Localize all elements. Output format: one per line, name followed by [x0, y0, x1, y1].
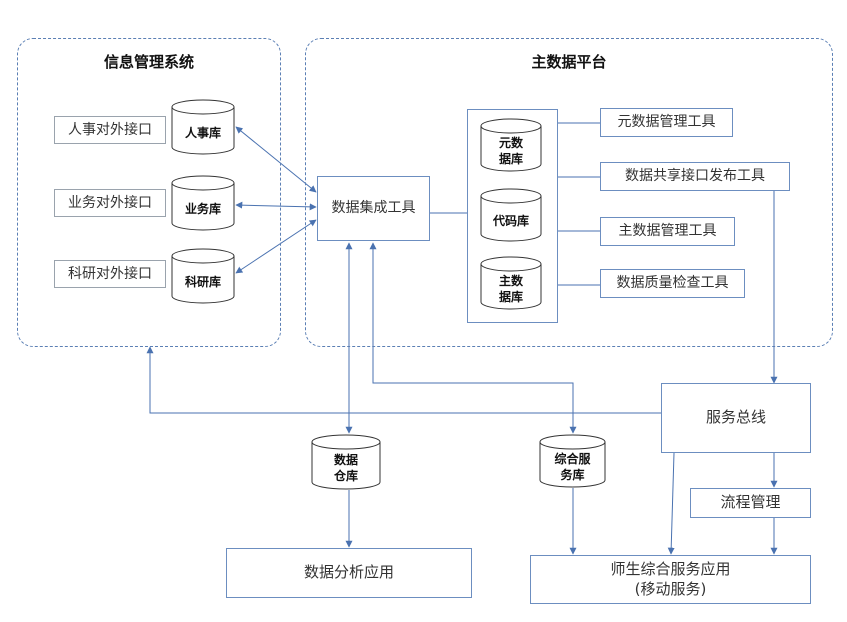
database-icon — [171, 248, 235, 304]
master-db-frame — [467, 109, 558, 323]
database-label: 主数 据库 — [498, 274, 523, 305]
database-label: 元数 据库 — [498, 136, 523, 167]
connector-bus-app — [667, 452, 675, 555]
database-label: 综合服 务库 — [554, 452, 591, 483]
service-app-title: 师生综合服务应用 — [610, 560, 731, 578]
tool-metadata-management: 元数据管理工具 — [600, 108, 733, 137]
database-icon — [171, 175, 235, 231]
connector-research-integration — [235, 219, 317, 274]
tool-master-data-management: 主数据管理工具 — [600, 217, 735, 246]
database-business: 业务库 — [171, 175, 235, 231]
panel-title: 信息管理系统 — [103, 53, 194, 71]
service-app-subtitle: (移动服务) — [634, 579, 707, 598]
service-bus-box: 服务总线 — [661, 383, 811, 453]
panel-info-system: 信息管理系统 — [17, 38, 281, 347]
database-icon — [480, 188, 542, 242]
database-label: 业务库 — [184, 202, 221, 216]
database-icon — [480, 256, 542, 310]
database-label: 代码库 — [492, 214, 529, 228]
tool-data-quality-check: 数据质量检查工具 — [600, 269, 745, 298]
analytics-app-box: 数据分析应用 — [226, 548, 472, 598]
database-label: 数据 仓库 — [333, 453, 358, 484]
database-label: 科研库 — [184, 275, 221, 289]
database-icon — [480, 118, 542, 172]
database-icon — [311, 434, 381, 490]
database-service: 综合服 务库 — [539, 434, 606, 488]
workflow-box: 流程管理 — [690, 488, 811, 518]
panel-title: 主数据平台 — [531, 53, 607, 71]
connector-business-integration — [235, 201, 317, 211]
database-research: 科研库 — [171, 248, 235, 304]
interface-business: 业务对外接口 — [54, 189, 166, 217]
tool-share-interface-publish: 数据共享接口发布工具 — [600, 162, 790, 191]
service-app-box: 师生综合服务应用 (移动服务) — [530, 555, 811, 604]
database-code: 代码库 — [480, 188, 542, 242]
database-hr: 人事库 — [171, 99, 235, 155]
connector-hr-integration — [235, 126, 317, 193]
database-icon — [171, 99, 235, 155]
database-master: 主数 据库 — [480, 256, 542, 310]
database-label: 人事库 — [184, 126, 221, 140]
database-warehouse: 数据 仓库 — [311, 434, 381, 490]
connector-integration-servicedb — [369, 242, 577, 434]
interface-hr: 人事对外接口 — [54, 116, 166, 144]
database-icon — [539, 434, 606, 488]
integration-tool-box: 数据集成工具 — [317, 176, 430, 241]
database-metadata: 元数 据库 — [480, 118, 542, 172]
connector-bus-infosystem — [146, 346, 662, 414]
panel-master-data: 主数据平台 — [305, 38, 833, 347]
interface-research: 科研对外接口 — [54, 260, 166, 288]
